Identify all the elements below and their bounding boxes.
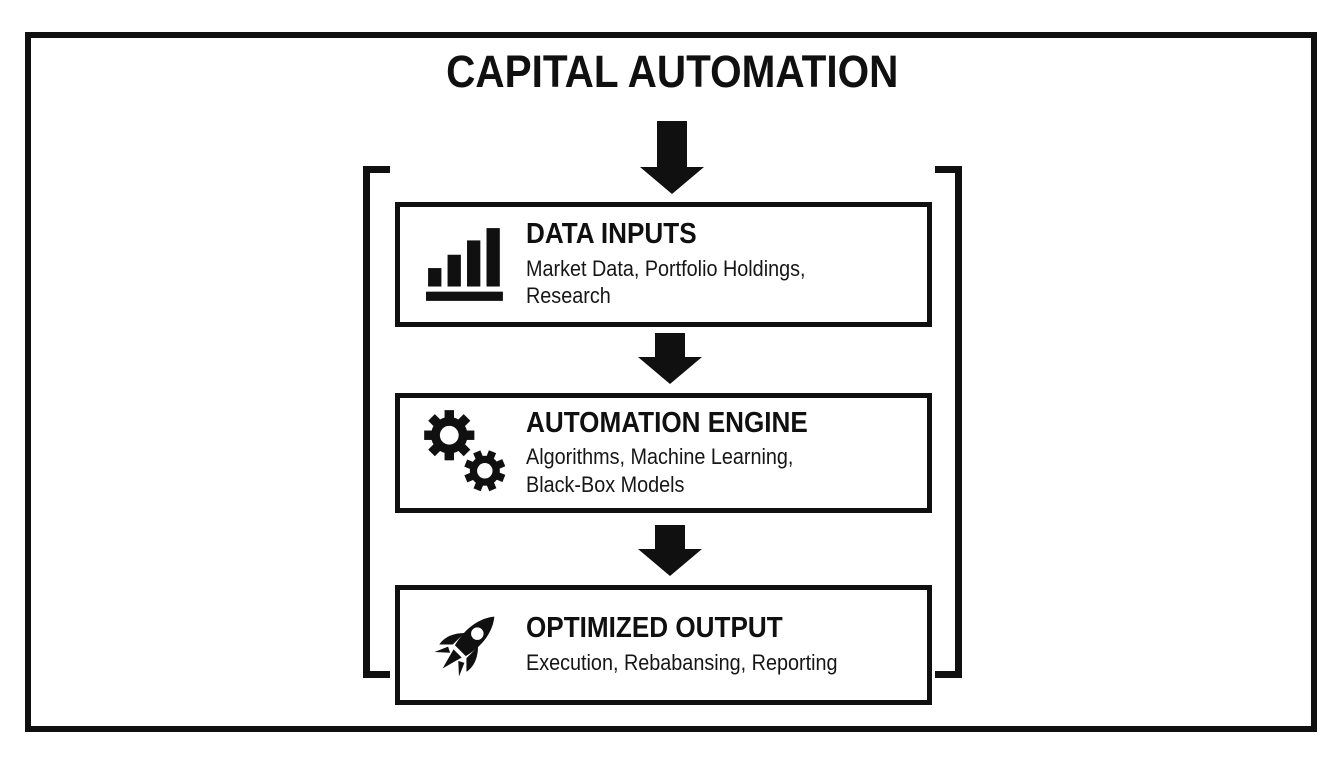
down-arrow-title [640,121,704,194]
box-heading: OPTIMIZED OUTPUT [526,612,783,645]
gears-icon [416,407,516,499]
box-heading: DATA INPUTS [526,218,697,251]
down-arrow-2 [638,525,702,576]
box-heading: AUTOMATION ENGINE [526,406,808,439]
left-bracket [363,166,390,678]
box-description: Market Data, Portfolio Holdings, Researc… [526,255,806,309]
box-description: Algorithms, Machine Learning, Black-Box … [526,444,794,497]
arrow-head [638,357,702,384]
right-bracket [935,166,962,678]
diagram-title-text: CAPITAL AUTOMATION [445,46,899,97]
arrow-head [638,549,702,576]
flow-box-automation-engine: AUTOMATION ENGINE Algorithms, Machine Le… [395,393,932,513]
flow-box-data-inputs: DATA INPUTS Market Data, Portfolio Holdi… [395,202,932,327]
box-text: DATA INPUTS Market Data, Portfolio Holdi… [526,218,887,310]
rocket-icon [416,593,516,697]
diagram-title: CAPITAL AUTOMATION [0,46,1344,98]
box-text: OPTIMIZED OUTPUT Execution, Rebabansing,… [526,612,838,676]
bar-chart-icon [416,227,516,303]
box-description: Execution, Rebabansing, Reporting [526,650,838,676]
arrow-stem [655,333,685,357]
arrow-stem [657,121,687,167]
arrow-stem [655,525,685,549]
arrow-head [640,167,704,194]
flow-box-optimized-output: OPTIMIZED OUTPUT Execution, Rebabansing,… [395,585,932,705]
box-text: AUTOMATION ENGINE Algorithms, Machine Le… [526,406,808,499]
down-arrow-1 [638,333,702,384]
